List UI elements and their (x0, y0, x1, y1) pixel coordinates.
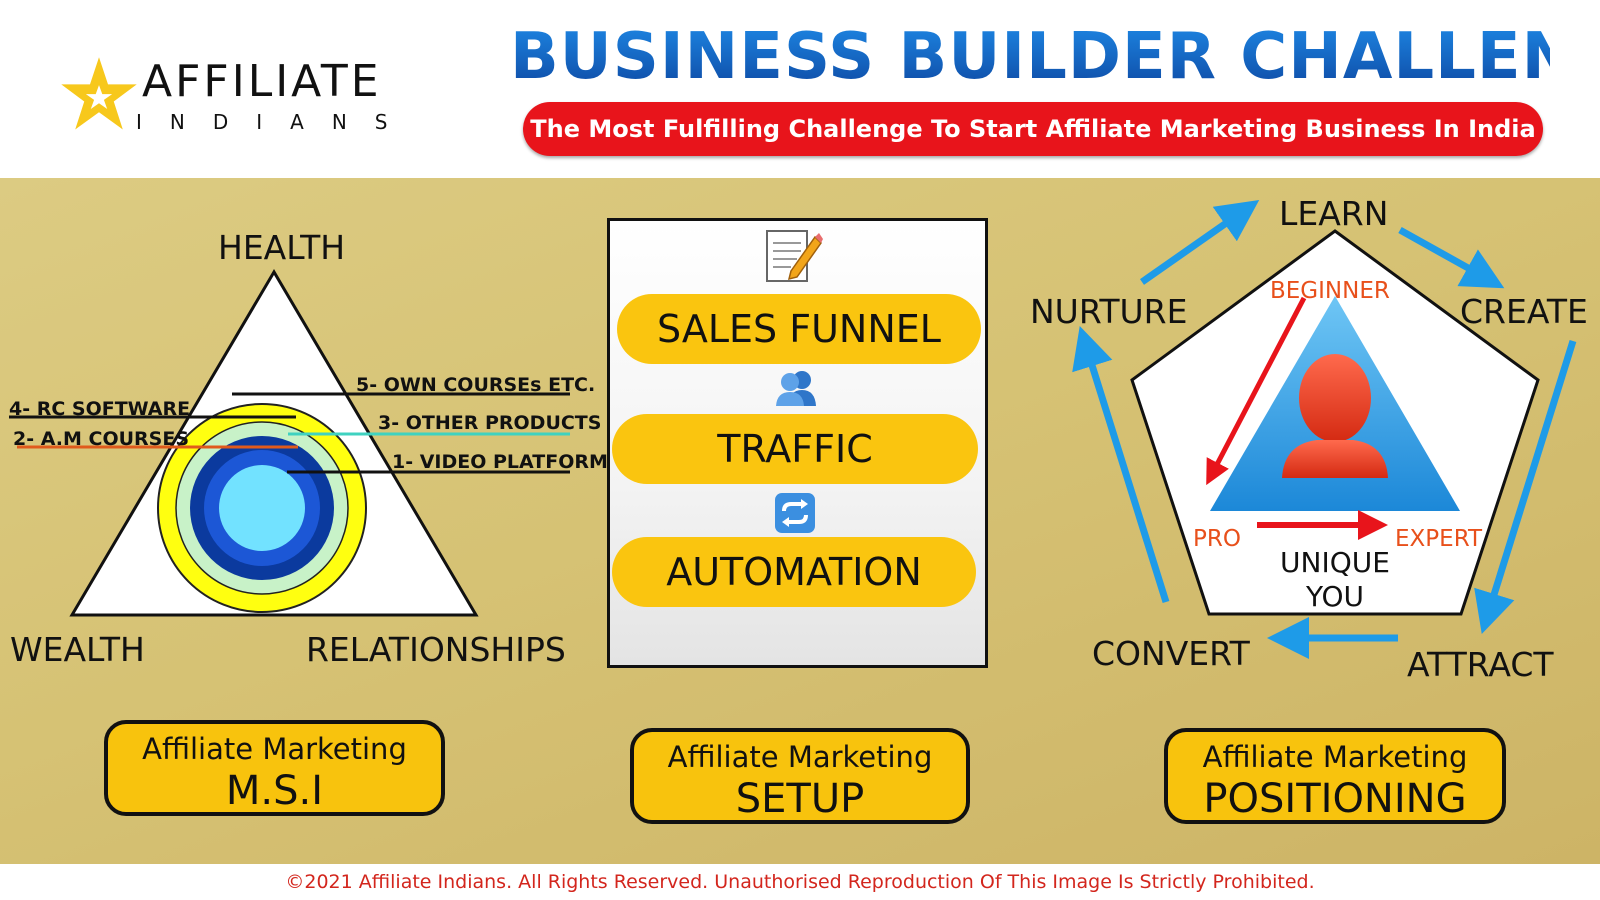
badge-positioning: Affiliate Marketing POSITIONING (1164, 728, 1506, 824)
page-title: BUSINESS BUILDER CHALLENGE (510, 20, 1600, 94)
you-label: YOU (1305, 580, 1365, 613)
ring-cyan-center (219, 465, 305, 551)
badge-positioning-line1: Affiliate Marketing (1202, 740, 1468, 774)
person-icon (1282, 354, 1388, 478)
copyright-text: ©2021 Affiliate Indians. All Rights Rese… (285, 871, 1315, 893)
badge-setup: Affiliate Marketing SETUP (630, 728, 970, 824)
callout-own-courses: 5- OWN COURSEs ETC. (356, 374, 596, 396)
level-pro: PRO (1193, 526, 1241, 552)
repeat-arrows-icon (772, 490, 818, 536)
logo-subtext: INDIANS (136, 110, 416, 134)
subtitle-text: The Most Fulfilling Challenge To Start A… (530, 115, 1536, 143)
level-expert: EXPERT (1395, 526, 1483, 552)
red-arrow-beginner-to-pro (1206, 296, 1307, 486)
badge-setup-line1: Affiliate Marketing (667, 740, 933, 774)
logo-wordmark: AFFILIATE (142, 56, 382, 107)
step-traffic-label: TRAFFIC (717, 427, 873, 471)
callout-am-courses: 2- A.M COURSES (13, 428, 190, 450)
star-logo-icon (61, 57, 137, 130)
vertex-health: HEALTH (218, 228, 346, 267)
cycle-arrow-nurture-learn (1139, 199, 1260, 285)
msi-diagram (9, 269, 570, 617)
header: AFFILIATE INDIANS BUSINESS BUILDER CHALL… (0, 0, 1600, 178)
cycle-nurture: NURTURE (1030, 292, 1188, 331)
cycle-arrow-convert-nurture (1072, 325, 1170, 604)
affiliate-indians-logo: AFFILIATE INDIANS (58, 54, 438, 140)
cycle-arrow-create-attract (1474, 339, 1577, 635)
step-traffic: TRAFFIC (612, 414, 978, 484)
vertex-wealth: WEALTH (10, 630, 145, 669)
step-automation-label: AUTOMATION (666, 550, 922, 594)
step-automation: AUTOMATION (612, 537, 976, 607)
badge-setup-line2: SETUP (735, 776, 865, 822)
cycle-create: CREATE (1460, 292, 1588, 331)
cycle-learn: LEARN (1279, 194, 1389, 233)
subtitle-banner: The Most Fulfilling Challenge To Start A… (523, 102, 1543, 156)
badge-msi-line1: Affiliate Marketing (142, 732, 407, 766)
step-sales-funnel-label: SALES FUNNEL (657, 307, 941, 351)
cycle-arrow-learn-create (1398, 226, 1505, 289)
cycle-convert: CONVERT (1092, 634, 1250, 673)
vertex-relationships: RELATIONSHIPS (306, 630, 566, 669)
badge-msi-line2: M.S.I (225, 768, 324, 814)
level-beginner: BEGINNER (1270, 278, 1390, 304)
callout-video-platform: 1- VIDEO PLATFORM (392, 451, 608, 473)
callout-rc-software: 4- RC SOFTWARE (9, 398, 191, 420)
people-icon (772, 368, 822, 408)
unique-label: UNIQUE (1280, 546, 1390, 579)
badge-positioning-line2: POSITIONING (1203, 776, 1467, 822)
badge-msi: Affiliate Marketing M.S.I (104, 720, 445, 816)
footer: ©2021 Affiliate Indians. All Rights Rese… (0, 864, 1600, 900)
cycle-attract: ATTRACT (1407, 645, 1554, 684)
step-sales-funnel: SALES FUNNEL (617, 294, 981, 364)
positioning-diagram (1072, 199, 1577, 659)
unique-you-label: UNIQUE YOU (1265, 546, 1405, 614)
notepad-pencil-icon (760, 224, 824, 288)
callout-other-products: 3- OTHER PRODUCTS (378, 412, 602, 434)
diagram-canvas (9, 199, 1577, 659)
